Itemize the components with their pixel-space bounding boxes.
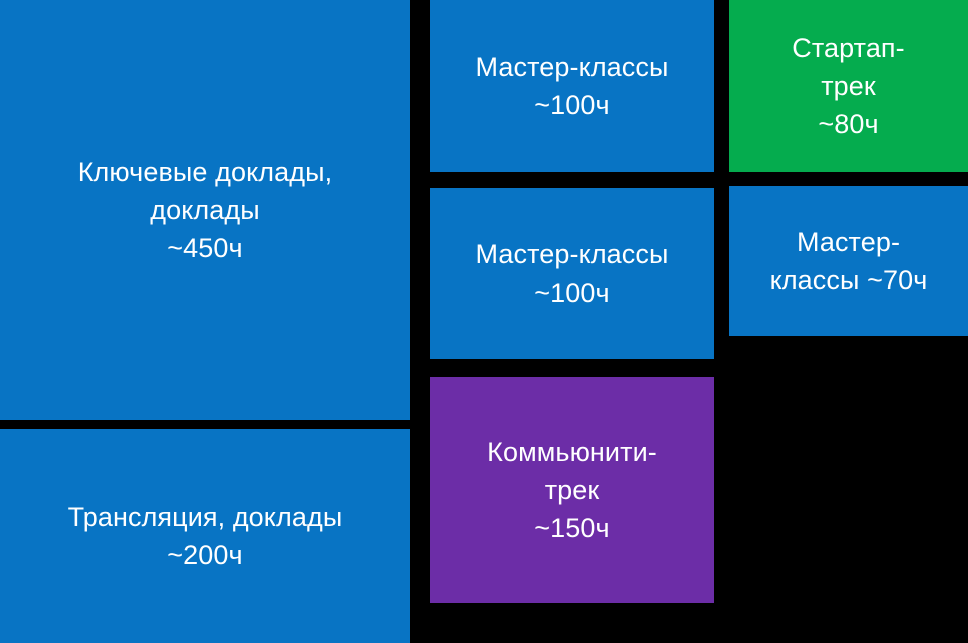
startup-track-block-label: Стартап- трек ~80ч	[792, 32, 905, 140]
masterclass-block-3-label: Мастер- классы ~70ч	[769, 226, 928, 295]
community-track-block-label: Коммьюнити- трек ~150ч	[487, 436, 657, 544]
community-track-block[interactable]: Коммьюнити- трек ~150ч	[430, 377, 714, 603]
broadcast-block[interactable]: Трансляция, доклады ~200ч	[0, 429, 410, 643]
keynotes-block-label: Ключевые доклады, доклады ~450ч	[77, 156, 333, 264]
startup-track-block[interactable]: Стартап- трек ~80ч	[729, 0, 968, 172]
masterclass-block-1[interactable]: Мастер-классы ~100ч	[430, 0, 714, 172]
masterclass-block-1-label: Мастер-классы ~100ч	[475, 51, 669, 120]
broadcast-block-label: Трансляция, доклады ~200ч	[67, 501, 343, 570]
masterclass-block-3[interactable]: Мастер- классы ~70ч	[729, 186, 968, 336]
masterclass-block-2-label: Мастер-классы ~100ч	[475, 239, 669, 308]
masterclass-block-2[interactable]: Мастер-классы ~100ч	[430, 188, 714, 359]
keynotes-block[interactable]: Ключевые доклады, доклады ~450ч	[0, 0, 410, 420]
